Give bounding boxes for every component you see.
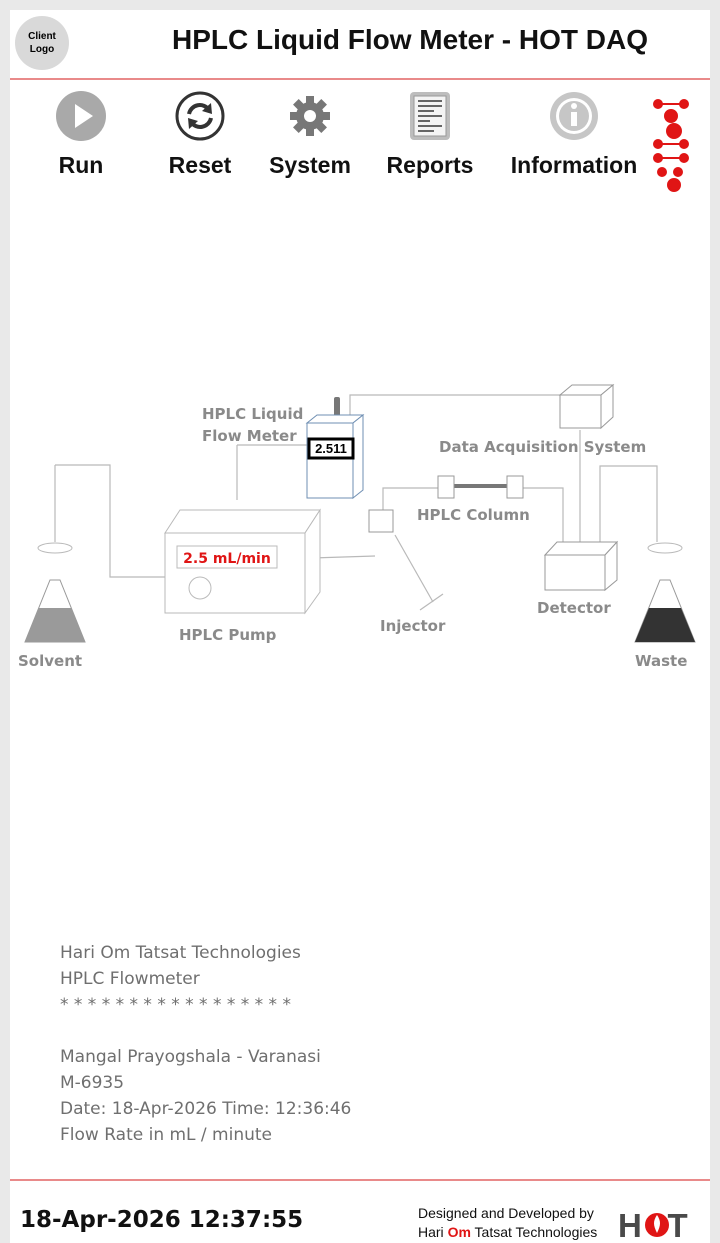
info-lab: Mangal Prayogshala - Varanasi — [60, 1047, 321, 1067]
credit-line-1: Designed and Developed by — [418, 1205, 594, 1221]
detector-to-waste-line — [599, 465, 658, 542]
hplc-diagram: HPLC Liquid Flow Meter Data Acquisition … — [18, 383, 696, 670]
credit-line-2: Hari Om Tatsat Technologies — [418, 1223, 597, 1242]
injector-needle — [394, 534, 434, 603]
solvent-label: Solvent — [18, 652, 82, 670]
credit-hari: Hari — [418, 1224, 448, 1240]
client-logo: Client Logo — [15, 16, 69, 70]
solvent-flask — [24, 542, 86, 643]
hplc-pump — [164, 508, 321, 615]
footer-credit: Designed and Developed by Hari Om Tatsat… — [418, 1204, 597, 1242]
injector-handle — [419, 593, 444, 611]
pump-label: HPLC Pump — [179, 626, 277, 644]
reports-label: Reports — [386, 152, 474, 178]
flow-meter-reading: 2.511 — [315, 441, 347, 456]
reports-button[interactable]: Reports — [384, 90, 476, 179]
solvent-to-pump-line — [55, 464, 165, 578]
column-to-detector-line — [522, 487, 564, 542]
run-button[interactable]: Run — [54, 90, 108, 179]
footer-clock: 18-Apr-2026 12:37:55 — [20, 1207, 304, 1233]
waste-flask — [634, 542, 696, 643]
info-company: Hari Om Tatsat Technologies — [60, 943, 301, 963]
page-title: HPLC Liquid Flow Meter - HOT DAQ — [172, 24, 648, 55]
pump-display: 2.5 mL/min — [183, 551, 271, 567]
play-icon — [56, 91, 106, 141]
hot-brand-logo: HOT — [618, 1207, 688, 1241]
information-label: Information — [510, 152, 638, 178]
info-panel: Hari Om Tatsat Technologies HPLC Flowmet… — [60, 940, 460, 1148]
column-label: HPLC Column — [417, 506, 530, 524]
info-separator: * * * * * * * * * * * * * * * * * — [60, 995, 291, 1015]
hot-brand-text: HOT — [618, 1207, 688, 1241]
daq-box — [558, 383, 615, 430]
reset-label: Reset — [168, 152, 232, 178]
info-units: Flow Rate in mL / minute — [60, 1125, 273, 1145]
flow-meter-label-1: HPLC Liquid — [202, 405, 303, 423]
system-button[interactable]: System — [268, 90, 352, 179]
reset-button[interactable]: Reset — [160, 90, 240, 179]
refresh-icon — [175, 91, 225, 141]
app-window: Client Logo HPLC Liquid Flow Meter - HOT… — [10, 10, 710, 1243]
client-logo-text: Client Logo — [28, 31, 56, 55]
run-label: Run — [58, 152, 104, 178]
system-label: System — [269, 152, 351, 178]
injector-to-column-line — [382, 487, 438, 510]
flow-meter — [305, 397, 365, 500]
info-product: HPLC Flowmeter — [60, 969, 200, 989]
gear-icon — [290, 96, 330, 136]
information-button[interactable]: Information — [508, 90, 640, 179]
document-icon — [410, 92, 450, 140]
network-status-icon — [653, 99, 689, 192]
pump-to-injector-line — [311, 555, 376, 559]
info-icon — [550, 92, 598, 140]
credit-om: Om — [447, 1224, 471, 1240]
detector-box — [543, 540, 619, 592]
waste-label: Waste — [635, 652, 687, 670]
detector-label: Detector — [537, 599, 611, 617]
meter-to-daq-line — [349, 394, 560, 418]
footer-divider — [10, 1179, 710, 1181]
info-model: M-6935 — [60, 1073, 125, 1093]
info-datetime: Date: 18-Apr-2026 Time: 12:36:46 — [60, 1099, 352, 1119]
injector-port — [368, 509, 394, 533]
hplc-column — [437, 475, 524, 499]
flow-meter-label-2: Flow Meter — [202, 427, 297, 445]
injector-label: Injector — [380, 617, 446, 635]
daq-label: Data Acquisition System — [439, 438, 646, 456]
header-divider — [10, 78, 710, 80]
credit-rest: Tatsat Technologies — [470, 1224, 598, 1240]
